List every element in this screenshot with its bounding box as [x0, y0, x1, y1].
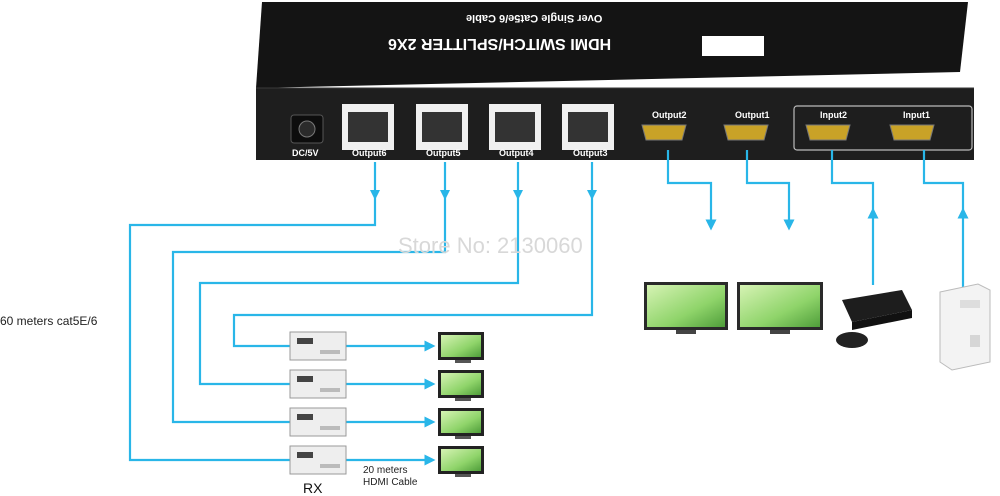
- hdmi-logo: [702, 36, 764, 56]
- monitor-output1: [737, 282, 823, 334]
- pc-tower: [939, 283, 991, 371]
- device-top-panel: [256, 2, 968, 88]
- monitor-rx3: [438, 408, 484, 439]
- port-label-output2: Output2: [652, 110, 687, 120]
- rx-label: RX: [303, 480, 323, 496]
- rx-unit-4: [289, 445, 347, 475]
- cable-output6: [128, 162, 377, 462]
- cable-output5: [171, 162, 447, 424]
- port-label-output6: Output6: [352, 148, 387, 158]
- watermark: Store No: 2130060: [398, 233, 583, 258]
- dc-jack-hole: [298, 120, 316, 138]
- rj45-port-output5: [416, 104, 468, 150]
- port-label-output3: Output3: [573, 148, 608, 158]
- rx-unit-2: [289, 369, 347, 399]
- port-label-output4: Output4: [499, 148, 534, 158]
- monitor-output2: [644, 282, 728, 334]
- hdmi-port-output1: [723, 124, 769, 141]
- port-label-input1: Input1: [903, 110, 930, 120]
- cable-input1: [922, 150, 965, 213]
- gamepad: [836, 332, 868, 348]
- hdmi-length-line2: HDMI Cable: [363, 477, 418, 488]
- cable-input2: [830, 150, 875, 213]
- port-label-input2: Input2: [820, 110, 847, 120]
- arrow-output5: [440, 190, 450, 200]
- hdmi-length-line1: 20 meters: [363, 465, 408, 476]
- hdmi-cable-length: 20 meters HDMI Cable: [363, 465, 417, 489]
- hdmi-port-output2: [641, 124, 687, 141]
- port-label-output5: Output5: [426, 148, 461, 158]
- arrow-output3: [587, 190, 597, 200]
- monitor-rx4: [438, 446, 484, 477]
- port-label-dc: DC/5V: [292, 148, 319, 158]
- rj45-port-output6: [342, 104, 394, 150]
- arrow-output6: [370, 190, 380, 200]
- cable-output1: [745, 150, 795, 231]
- input-group-frame: [793, 105, 973, 151]
- splitter-device: [256, 2, 974, 160]
- hdmi-port-input1: [889, 124, 935, 141]
- game-console: [836, 290, 912, 348]
- cable-output4: [198, 162, 520, 386]
- cable-output2: [666, 150, 717, 231]
- cable-output3: [232, 162, 594, 348]
- rj45-port-output4: [489, 104, 541, 150]
- cable-distance-label: 60 meters cat5E/6: [0, 314, 98, 328]
- arrow-output4: [513, 190, 523, 200]
- hdmi-port-input2: [805, 124, 851, 141]
- monitor-rx1: [438, 332, 484, 363]
- monitor-rx2: [438, 370, 484, 401]
- rj45-port-output3: [562, 104, 614, 150]
- port-label-output1: Output1: [735, 110, 770, 120]
- rx-unit-1: [289, 331, 347, 361]
- rx-unit-3: [289, 407, 347, 437]
